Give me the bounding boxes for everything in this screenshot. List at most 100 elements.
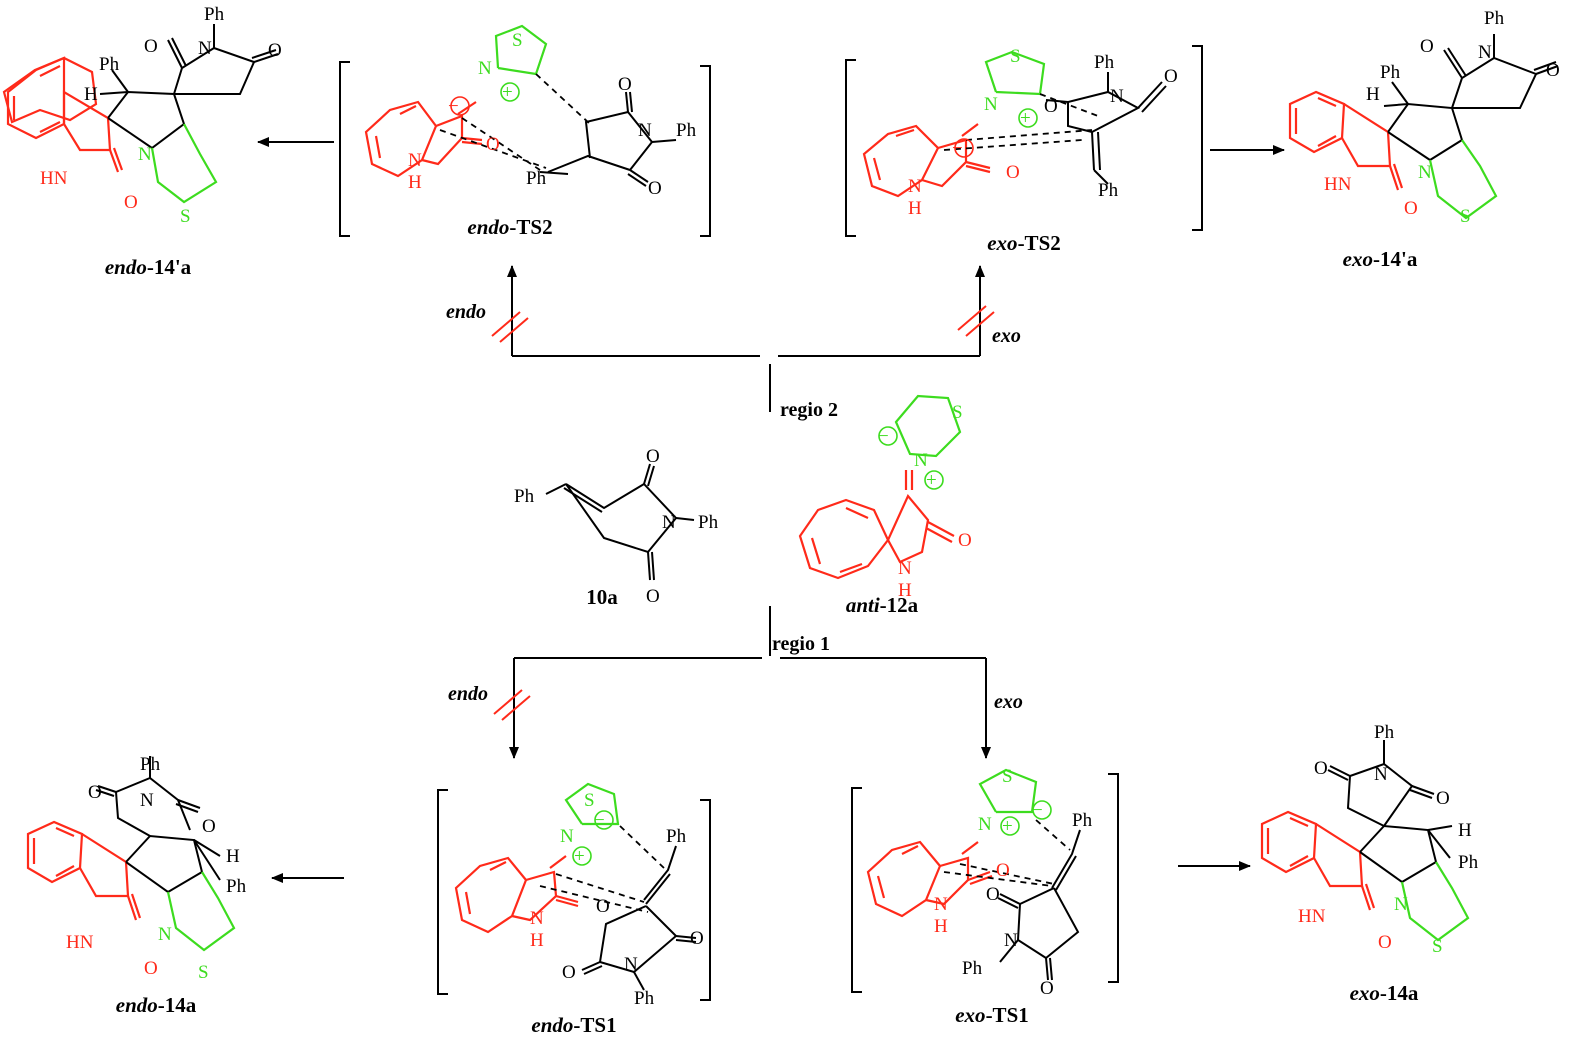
plus-charge: + <box>574 846 585 867</box>
n-label: N <box>1394 894 1408 915</box>
o-label: O <box>202 816 216 837</box>
caption-endo-14a: endo-14a <box>116 993 197 1017</box>
ts-endo-TS2: − + N S O N H Ph O N Ph O <box>339 24 711 237</box>
o-label: O <box>1436 788 1450 809</box>
benzene-ring <box>2 56 98 124</box>
ts-endo-TS1: − + N S Ph O N H O O N Ph <box>437 782 711 1009</box>
caption-10a: 10a <box>586 585 618 609</box>
reactant-10a: Ph O N Ph O <box>514 446 719 607</box>
reactant-anti-12a: − + N S O N H <box>798 394 972 601</box>
ph-label: Ph <box>1380 62 1401 83</box>
ph-label: Ph <box>1072 810 1093 831</box>
s-label: S <box>512 30 523 51</box>
n-label: N <box>624 954 638 975</box>
o-label: O <box>144 36 158 57</box>
caption-exo-14a: exo-14a <box>1350 981 1419 1005</box>
o-label: O <box>88 782 102 803</box>
s-label: S <box>1432 936 1443 957</box>
o-label: O <box>268 40 282 61</box>
regio1-branch <box>493 606 991 759</box>
o-label: O <box>646 586 660 607</box>
ph-label: Ph <box>140 754 161 775</box>
ph-label: Ph <box>1098 180 1119 201</box>
minus-charge: − <box>594 810 605 831</box>
o-label: O <box>144 958 158 979</box>
blocked-marker-endo2 <box>491 311 529 343</box>
s-label: S <box>198 962 209 983</box>
n-label: N <box>1110 86 1124 107</box>
product-endo-14a: Ph O N O H Ph HN O N S <box>26 754 247 983</box>
ts-exo-TS2: − + N S O N H Ph N O O Ph <box>845 45 1203 237</box>
n-label: N <box>158 924 172 945</box>
o-label: O <box>648 178 662 199</box>
n-label: N <box>1418 162 1432 183</box>
ph-label: Ph <box>1484 8 1505 29</box>
o-label: O <box>486 134 500 155</box>
minus-charge: − <box>1032 800 1043 821</box>
ph-label: Ph <box>1374 722 1395 743</box>
caption-exo-14pa: exo-14'a <box>1343 247 1418 271</box>
o-label: O <box>996 860 1010 881</box>
caption-endo-TS1: endo-TS1 <box>531 1013 616 1037</box>
o-label: O <box>1040 978 1054 999</box>
o-label: O <box>1404 198 1418 219</box>
minus-charge: − <box>952 138 963 159</box>
h-label: H <box>84 84 98 105</box>
ph-label: Ph <box>1094 52 1115 73</box>
path-label-regio1: regio 1 <box>772 633 830 655</box>
o-label: O <box>1164 66 1178 87</box>
ph-label: Ph <box>204 4 225 25</box>
ph-label: Ph <box>676 120 697 141</box>
s-label: S <box>1010 46 1021 67</box>
caption-exo-TS2: exo-TS2 <box>987 231 1061 255</box>
h-label: H <box>408 172 422 193</box>
product-endo-14pa: Ph H O N Ph O HN O N S <box>2 4 282 227</box>
o-label: O <box>1006 162 1020 183</box>
path-label-exo: exo <box>994 691 1023 713</box>
n-label: N <box>934 894 948 915</box>
o-label: O <box>1546 60 1560 81</box>
s-label: S <box>1460 206 1471 227</box>
n-label: N <box>984 94 998 115</box>
n-label: N <box>638 120 652 141</box>
plus-charge: + <box>1020 108 1031 129</box>
h-label: H <box>898 580 912 601</box>
path-label-endo: endo <box>448 683 488 705</box>
ts-exo-TS1: − + N S Ph O N H O N Ph O <box>851 766 1119 999</box>
n-label: N <box>898 558 912 579</box>
regio2-branch <box>491 265 995 412</box>
o-label: O <box>618 74 632 95</box>
n-label: N <box>198 38 212 59</box>
n-label: N <box>662 512 676 533</box>
s-label: S <box>952 402 963 423</box>
o-label: O <box>562 962 576 983</box>
product-exo-14a: Ph O N O H Ph HN O N S <box>1260 722 1479 957</box>
caption-anti-12a: anti-12a <box>846 593 919 617</box>
caption-endo-TS2: endo-TS2 <box>467 215 552 239</box>
hn-label: HN <box>1298 906 1326 927</box>
o-label: O <box>596 896 610 917</box>
plus-charge: + <box>926 470 937 491</box>
o-label: O <box>690 928 704 949</box>
n-label: N <box>1374 764 1388 785</box>
caption-endo-14pa: endo-14'a <box>105 255 192 279</box>
blocked-marker-endo1 <box>493 689 531 721</box>
minus-charge: − <box>448 96 459 117</box>
s-label: S <box>1002 766 1013 787</box>
n-label: N <box>560 826 574 847</box>
n-label: N <box>408 150 422 171</box>
ph-label: Ph <box>1458 852 1479 873</box>
hn-label: HN <box>40 168 68 189</box>
h-label: H <box>226 846 240 867</box>
hn-label: HN <box>66 932 94 953</box>
h-label: H <box>934 916 948 937</box>
n-label: N <box>1004 930 1018 951</box>
path-label-regio2: regio 2 <box>780 399 838 421</box>
h-label: H <box>1366 84 1380 105</box>
ph-label: Ph <box>666 826 687 847</box>
hn-label: HN <box>1324 174 1352 195</box>
plus-charge: + <box>502 82 513 103</box>
n-label: N <box>908 176 922 197</box>
minus-charge: − <box>878 426 889 447</box>
